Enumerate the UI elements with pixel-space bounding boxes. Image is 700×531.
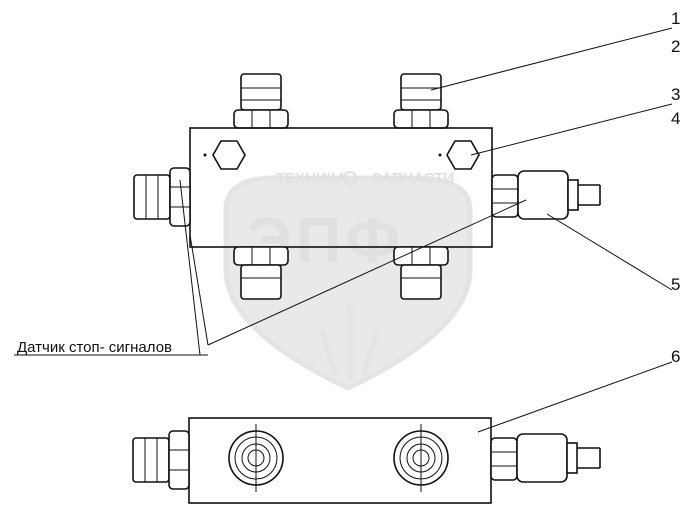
watermark-text-right: ЗАПЧАСТИ: [372, 170, 454, 187]
callout-numbers: 1 2 3 4 5 6: [671, 9, 680, 366]
wheat-emblem: [319, 305, 381, 380]
valve-block-top-view: [133, 73, 601, 300]
top-fitting-right: [393, 73, 449, 129]
port-right: [393, 424, 449, 492]
brake-light-sensor-top: [491, 170, 601, 220]
callout-4: 4: [671, 109, 680, 128]
sensor-label: Датчик стоп- сигналов: [17, 339, 172, 356]
callout-1: 1: [671, 9, 680, 28]
watermark: ТЕХНИКА ЗАПЧАСТИ ЭПФ: [223, 170, 473, 391]
hex-plug-left: [212, 140, 246, 170]
valve-block-bottom-view: [132, 417, 601, 504]
callout-5: 5: [671, 275, 680, 294]
watermark-text-left: ТЕХНИКА: [276, 170, 347, 187]
left-side-fitting: [133, 167, 191, 227]
leader-lines: [14, 27, 673, 433]
callout-6: 6: [671, 347, 680, 366]
gear-icon: [343, 171, 357, 185]
bottom-fitting-right: [393, 246, 449, 300]
port-left: [228, 424, 284, 492]
callout-2: 2: [671, 37, 680, 56]
callout-3: 3: [671, 85, 680, 104]
hex-plug-right: [446, 140, 480, 170]
top-fitting-left: [233, 73, 289, 129]
bottom-fitting-left: [233, 246, 289, 300]
